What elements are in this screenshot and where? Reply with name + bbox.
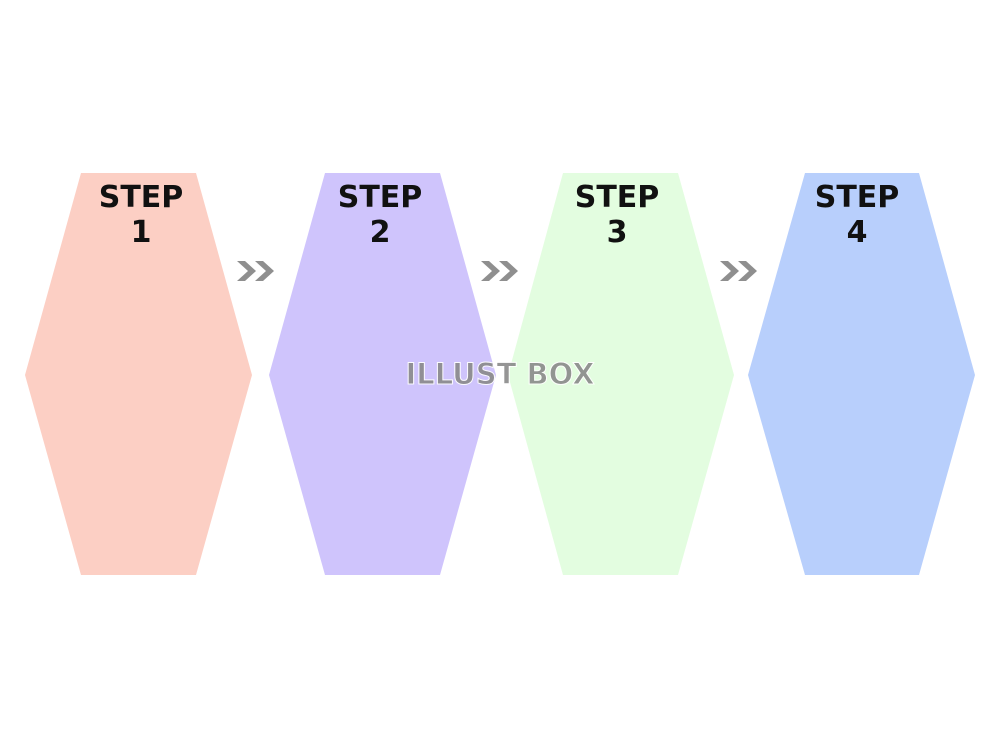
watermark: ILLUST BOX <box>405 357 595 392</box>
arrow-3-icon <box>720 261 757 281</box>
step-3-hexagon <box>508 173 734 575</box>
arrow-2-icon <box>481 261 518 281</box>
step-4-hexagon <box>748 173 975 575</box>
step-2-hexagon <box>269 173 496 575</box>
arrow-1-icon <box>237 261 274 281</box>
step-1-hexagon <box>25 173 252 575</box>
